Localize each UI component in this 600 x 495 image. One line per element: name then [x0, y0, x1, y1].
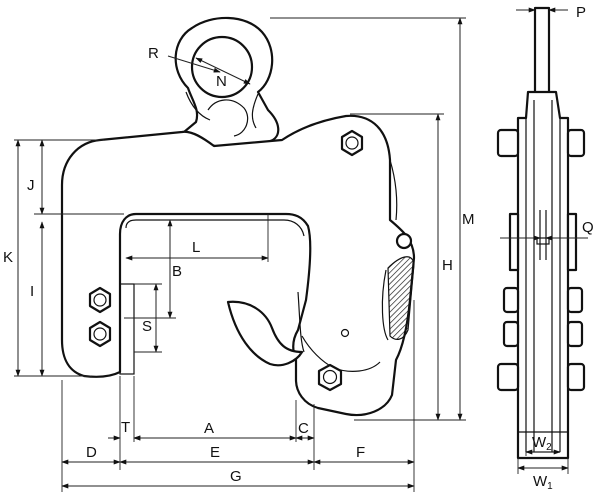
label-D: D: [86, 444, 97, 461]
hex-bolt-left-lower: [88, 320, 112, 348]
label-E: E: [210, 444, 220, 461]
cam-hatch: [387, 256, 415, 340]
label-T: T: [121, 419, 130, 436]
label-G: G: [230, 468, 242, 485]
label-W2: W2: [532, 434, 552, 453]
hex-bolt-bottom: [317, 363, 343, 392]
label-N: N: [216, 73, 227, 90]
side-bolt-mid: [508, 212, 578, 272]
label-C: C: [298, 420, 309, 437]
front-dimensions: [14, 17, 466, 492]
dimension-labels: R N P J K I L B S M H Q T A C D E F G W2…: [3, 4, 594, 492]
side-bolt-lower-2: [502, 320, 584, 348]
label-A: A: [204, 420, 214, 437]
label-K: K: [3, 249, 13, 266]
cam-pin: [395, 232, 413, 250]
label-F: F: [356, 444, 365, 461]
label-P: P: [576, 4, 586, 21]
label-Q: Q: [582, 219, 594, 236]
label-J: J: [27, 177, 35, 194]
hex-bolt-left-upper: [88, 286, 112, 314]
clamp-body: [60, 114, 416, 417]
swivel-cam: [226, 300, 304, 367]
label-W1: W1: [533, 473, 553, 492]
label-H: H: [442, 257, 453, 274]
fixed-jaw-pad: [119, 283, 135, 375]
label-S: S: [142, 318, 152, 335]
label-M: M: [462, 211, 475, 228]
side-bolt-bottom: [496, 362, 586, 392]
label-B: B: [172, 263, 182, 280]
small-hole: [340, 328, 350, 338]
label-R: R: [148, 45, 159, 62]
label-L: L: [192, 239, 200, 256]
hex-bolt-top: [340, 129, 364, 157]
eye-inner-pin: [207, 99, 249, 137]
clamp-front-view: [60, 16, 416, 417]
clamp-side-view: [496, 6, 586, 460]
side-bolt-lower-1: [502, 286, 584, 314]
label-I: I: [30, 283, 34, 300]
side-dimensions: [500, 7, 588, 474]
side-bolt-top: [496, 128, 586, 158]
